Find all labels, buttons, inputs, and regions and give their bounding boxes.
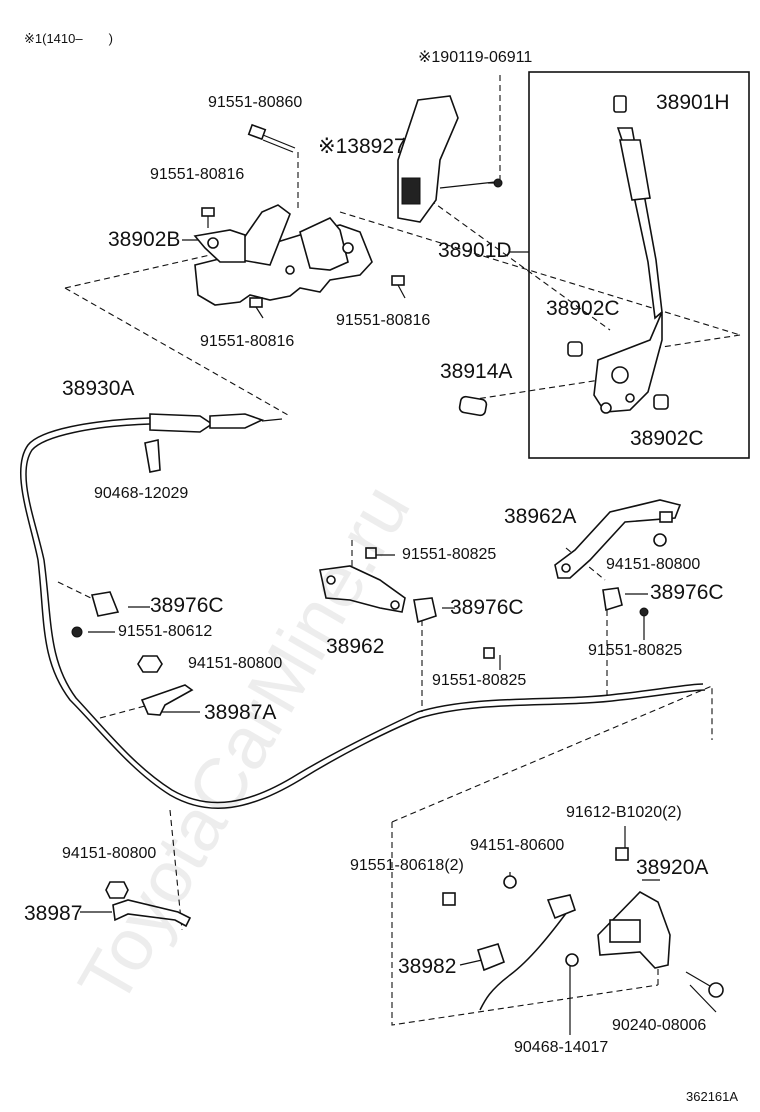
grip-38901h: [613, 95, 627, 113]
label-91551-80825-b: 91551-80825: [432, 672, 527, 689]
label-38962a: 38962A: [504, 505, 577, 528]
label-91612-b1020: 91612-B1020(2): [566, 804, 682, 821]
label-91551-80816-a: 91551-80816: [150, 166, 245, 183]
console-cover-38927: [397, 95, 459, 223]
clip-38987a: [140, 684, 194, 716]
label-38914a: 38914A: [440, 360, 513, 383]
label-91551-80618: 91551-80618(2): [350, 857, 464, 874]
clamp-38976c-left: [71, 591, 120, 638]
label-91551-80612: 91551-80612: [118, 623, 213, 640]
label-90240-08006: 90240-08006: [612, 1017, 707, 1034]
label-91551-80825-a: 91551-80825: [402, 546, 497, 563]
label-90119-06911: ※190119-06911: [418, 49, 533, 66]
label-38976c-right: 38976C: [650, 581, 724, 604]
label-38902c-a: 38902C: [546, 297, 620, 320]
lever-assembly-frame: [528, 71, 750, 459]
pin-38914a: [458, 395, 488, 417]
front-cable-38930a: [20, 413, 706, 810]
label-38902c-b: 38902C: [630, 427, 704, 450]
label-38976c-left: 38976C: [150, 594, 224, 617]
nut-94151-80800-left: [137, 655, 163, 673]
rear-cable-38982: [477, 894, 576, 1011]
bolt-91551-80825-b: [483, 647, 495, 659]
label-38920a: 38920A: [636, 856, 709, 879]
label-38902b: 38902B: [108, 228, 181, 251]
label-90468-12029: 90468-12029: [94, 485, 189, 502]
nut-94151-80600: [503, 875, 517, 889]
label-38987a: 38987A: [204, 701, 277, 724]
label-94151-80800-b: 94151-80800: [188, 655, 283, 672]
label-90468-14017: 90468-14017: [514, 1039, 609, 1056]
bracket-38962a: [554, 499, 682, 579]
bolt-91551-80816-b: [249, 297, 264, 319]
bracket-38962: [319, 565, 406, 613]
upper-dashed-plane: [64, 199, 741, 416]
bolt-91551-80825-a: [365, 547, 377, 559]
label-38930a: 38930A: [62, 377, 135, 400]
bolt-90240-08006: [685, 971, 724, 998]
bracket-38902b: [193, 204, 373, 306]
screw-90119-06911: [488, 178, 503, 188]
label-38901d: 38901D: [438, 239, 512, 262]
label-94151-80800-c: 94151-80800: [62, 845, 157, 862]
label-94151-80800-a: 94151-80800: [606, 556, 701, 573]
clamp-38976c-right: [602, 587, 649, 617]
bracket-38920a: [597, 847, 671, 969]
clamp-38976c-middle: [413, 597, 437, 624]
label-94151-80600: 94151-80600: [470, 837, 565, 854]
rod-38987: [105, 881, 192, 928]
label-38976c-middle: 38976C: [450, 596, 524, 619]
label-91551-80816-b: 91551-80816: [336, 312, 431, 329]
bolt-91551-80860: [247, 123, 296, 153]
label-38962: 38962: [326, 635, 385, 658]
parking-brake-lever-38901d: [593, 127, 663, 414]
header-note: ※1(1410– ): [24, 31, 113, 46]
label-91551-80860: 91551-80860: [208, 94, 303, 111]
label-91551-80825-c: 91551-80825: [588, 642, 683, 659]
bolt-91551-80816-a: [201, 207, 215, 228]
label-38927: ※138927: [318, 135, 406, 158]
bolt-91551-80618: [442, 892, 456, 906]
label-38987: 38987: [24, 902, 83, 925]
label-38901h: 38901H: [656, 91, 730, 114]
label-91551-80816-c: 91551-80816: [200, 333, 295, 350]
bushing-38902c-b: [653, 394, 669, 410]
bushing-38902c-a: [567, 341, 583, 357]
label-38982: 38982: [398, 955, 457, 978]
leader-lines: [57, 75, 717, 1035]
bolt-91551-80816-c: [391, 275, 406, 299]
nut-94151-80800-right: [653, 533, 667, 547]
nut-90468-14017: [565, 953, 579, 967]
footer-code: 362161A: [686, 1089, 739, 1104]
